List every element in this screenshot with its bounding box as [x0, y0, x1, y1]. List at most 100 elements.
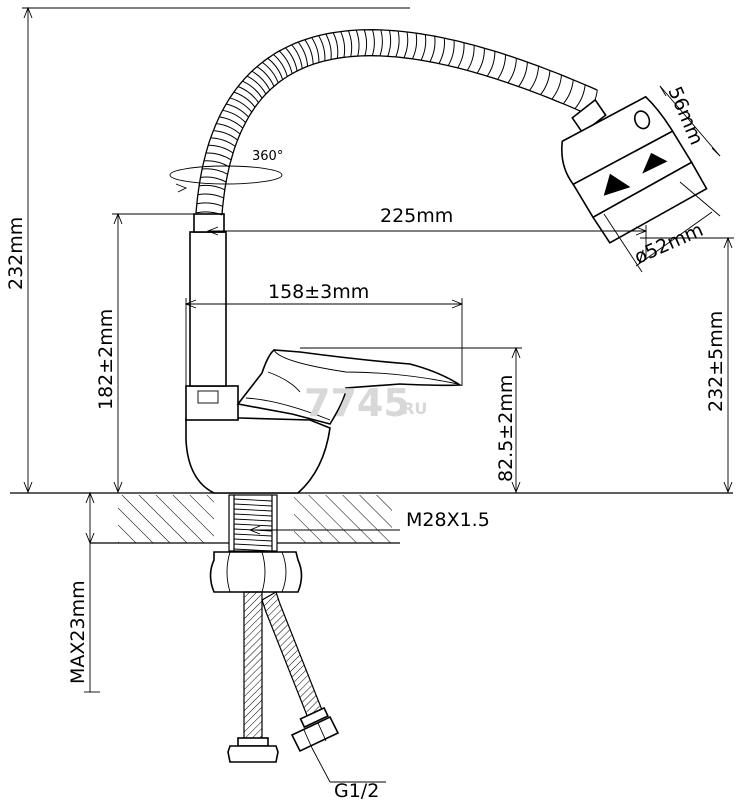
hose-rib: [411, 33, 418, 60]
thread-label: M28X1.5: [406, 509, 490, 531]
rotation-indicator: 360°: [169, 149, 283, 193]
hose-rib: [318, 35, 326, 61]
thread-line: [233, 508, 273, 512]
hose-rib: [278, 50, 293, 74]
handle-height-label: 82.5±2mm: [495, 375, 517, 482]
hose-rib: [242, 80, 263, 99]
hose-rib: [518, 62, 528, 87]
hose-rib: [256, 66, 275, 87]
watermark-logo: 7745 .RU: [304, 381, 427, 425]
hose-rib: [540, 70, 551, 96]
hose-rib: [199, 184, 226, 191]
hose-rib: [219, 116, 244, 129]
hose-rib: [246, 75, 267, 95]
hose-rib: [403, 31, 409, 58]
hose-rib: [229, 97, 253, 113]
hose-rib: [205, 152, 232, 161]
hose-rib: [395, 30, 400, 58]
hose-fitting-right: [290, 706, 340, 753]
hose-rib: [486, 51, 496, 77]
hose-rib: [429, 36, 436, 63]
hose-rib: [237, 86, 259, 103]
total-height-label: 232mm: [5, 217, 27, 290]
hose-rib: [447, 40, 455, 66]
hose-rib: [261, 61, 279, 84]
thread-line: [233, 518, 273, 522]
dim-total-height: 232mm: [5, 6, 410, 494]
dim-spout-height: 182±2mm: [95, 212, 194, 494]
hose-rib: [285, 47, 298, 72]
thread-line: [233, 513, 273, 517]
thread-line: [233, 498, 273, 502]
spray-head: [561, 95, 708, 244]
hose-rib: [325, 33, 332, 60]
thread-line: [233, 523, 273, 527]
hose-fitting-label: G1/2: [334, 780, 379, 800]
thread-line: [233, 548, 273, 552]
thread-line: [233, 503, 273, 507]
hose-rib: [340, 31, 346, 58]
hose-rib: [251, 70, 271, 91]
hose-rib: [196, 202, 223, 207]
spout-tube: [189, 231, 227, 387]
hose-rib: [551, 74, 562, 100]
hose-rib: [466, 45, 475, 71]
hose-rib: [226, 103, 249, 118]
head-diameter-label: ø52mm: [631, 219, 706, 269]
spout-height-label: 182±2mm: [95, 309, 117, 410]
thread-line: [233, 538, 273, 542]
hose-rib: [387, 30, 392, 57]
thread-callout: M28X1.5: [248, 509, 490, 535]
hose-rib: [200, 176, 227, 183]
hose-rib: [273, 54, 288, 77]
hose-edge: [195, 29, 598, 214]
hose-rib: [195, 211, 223, 216]
hose-rib: [202, 168, 228, 175]
hose-rib: [529, 66, 540, 91]
svg-text:7745: 7745: [304, 381, 410, 425]
hose-rib: [208, 144, 234, 154]
hose-rib: [574, 84, 586, 110]
dim-outlet-height: 232±5mm: [640, 236, 734, 494]
hose-rib: [457, 42, 465, 69]
svg-text:.RU: .RU: [396, 399, 427, 418]
rotation-label: 360°: [252, 149, 283, 164]
hose-rib: [291, 44, 303, 69]
hose-rib: [197, 193, 224, 199]
hose-rib: [332, 32, 339, 59]
hose-fitting-callout: G1/2: [311, 747, 386, 800]
hose-rib: [507, 58, 517, 84]
dim-reach: 225mm: [206, 205, 648, 260]
thread-line: [233, 533, 273, 537]
max-counter-label: MAX23mm: [67, 580, 89, 684]
hose-rib: [420, 34, 427, 61]
hose-rib: [497, 54, 507, 80]
hose-fitting-left: [227, 737, 279, 763]
hose-rib: [311, 37, 320, 63]
hose-rib: [355, 29, 360, 57]
hose-rib: [213, 130, 238, 141]
hose-rib: [267, 57, 284, 80]
hose-rib: [562, 79, 574, 105]
hose-rib: [379, 29, 383, 57]
handle-length-label: 158±3mm: [268, 281, 369, 303]
outlet-height-label: 232±5mm: [705, 311, 727, 412]
reach-label: 225mm: [380, 205, 453, 227]
hose-rib: [371, 29, 375, 56]
faucet-body: [185, 417, 331, 494]
thread-line: [233, 543, 273, 547]
counter-slab: [90, 495, 400, 544]
hose-rib: [222, 109, 246, 123]
hose-rib: [476, 48, 485, 74]
hose-rib: [438, 38, 445, 64]
hose-rib: [347, 30, 353, 57]
hose-edge: [221, 55, 587, 216]
dim-max-counter: MAX23mm: [67, 491, 100, 693]
hose-rib: [216, 123, 241, 135]
hose-rib: [233, 91, 256, 108]
hose-rib: [297, 41, 309, 67]
dim-handle-height: 82.5±2mm: [300, 346, 522, 494]
dim-handle-length: 158±3mm: [184, 281, 464, 388]
hose-rib: [363, 29, 368, 56]
